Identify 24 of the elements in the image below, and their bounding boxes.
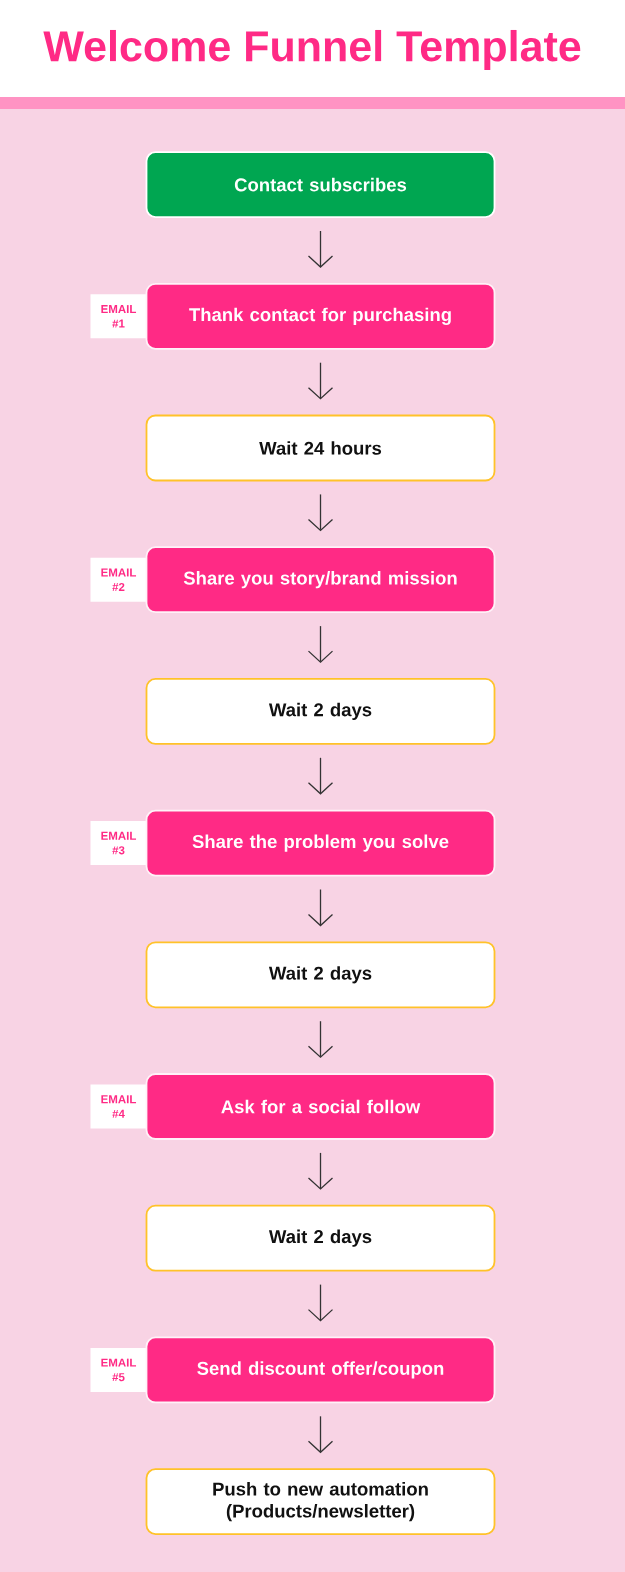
wait-step-box: Push to new automation (Products/newsletter): [145, 1468, 496, 1535]
arrow: [307, 1283, 334, 1322]
email-step-box: Ask for a social follow: [145, 1073, 496, 1140]
email-step-box: Share you story/brand mission: [145, 546, 496, 614]
wait-step-box: Wait 2 days: [145, 941, 496, 1009]
arrow: [307, 493, 334, 532]
title: Welcome Funnel Template: [43, 29, 581, 71]
email-step-box: Thank contact for purchasing: [145, 282, 496, 350]
wait-step-box: Wait 24 hours: [145, 414, 496, 482]
email-step-box: Send discount offer/coupon: [145, 1336, 496, 1404]
arrow: [307, 1020, 334, 1059]
arrow: [307, 625, 334, 663]
start-box: Contact subscribes: [145, 151, 496, 218]
arrow: [307, 1415, 334, 1454]
arrow: [307, 757, 334, 795]
email-step-box: Share the problem you solve: [145, 809, 496, 877]
email-tag: EMAIL #1: [90, 294, 149, 339]
email-tag: EMAIL #3: [90, 821, 149, 866]
wait-step-box: Wait 2 days: [145, 678, 496, 745]
arrow: [307, 362, 334, 400]
arrow: [307, 1152, 334, 1190]
arrow: [307, 230, 334, 268]
arrow: [307, 888, 334, 927]
wait-step-box: Wait 2 days: [145, 1204, 496, 1272]
